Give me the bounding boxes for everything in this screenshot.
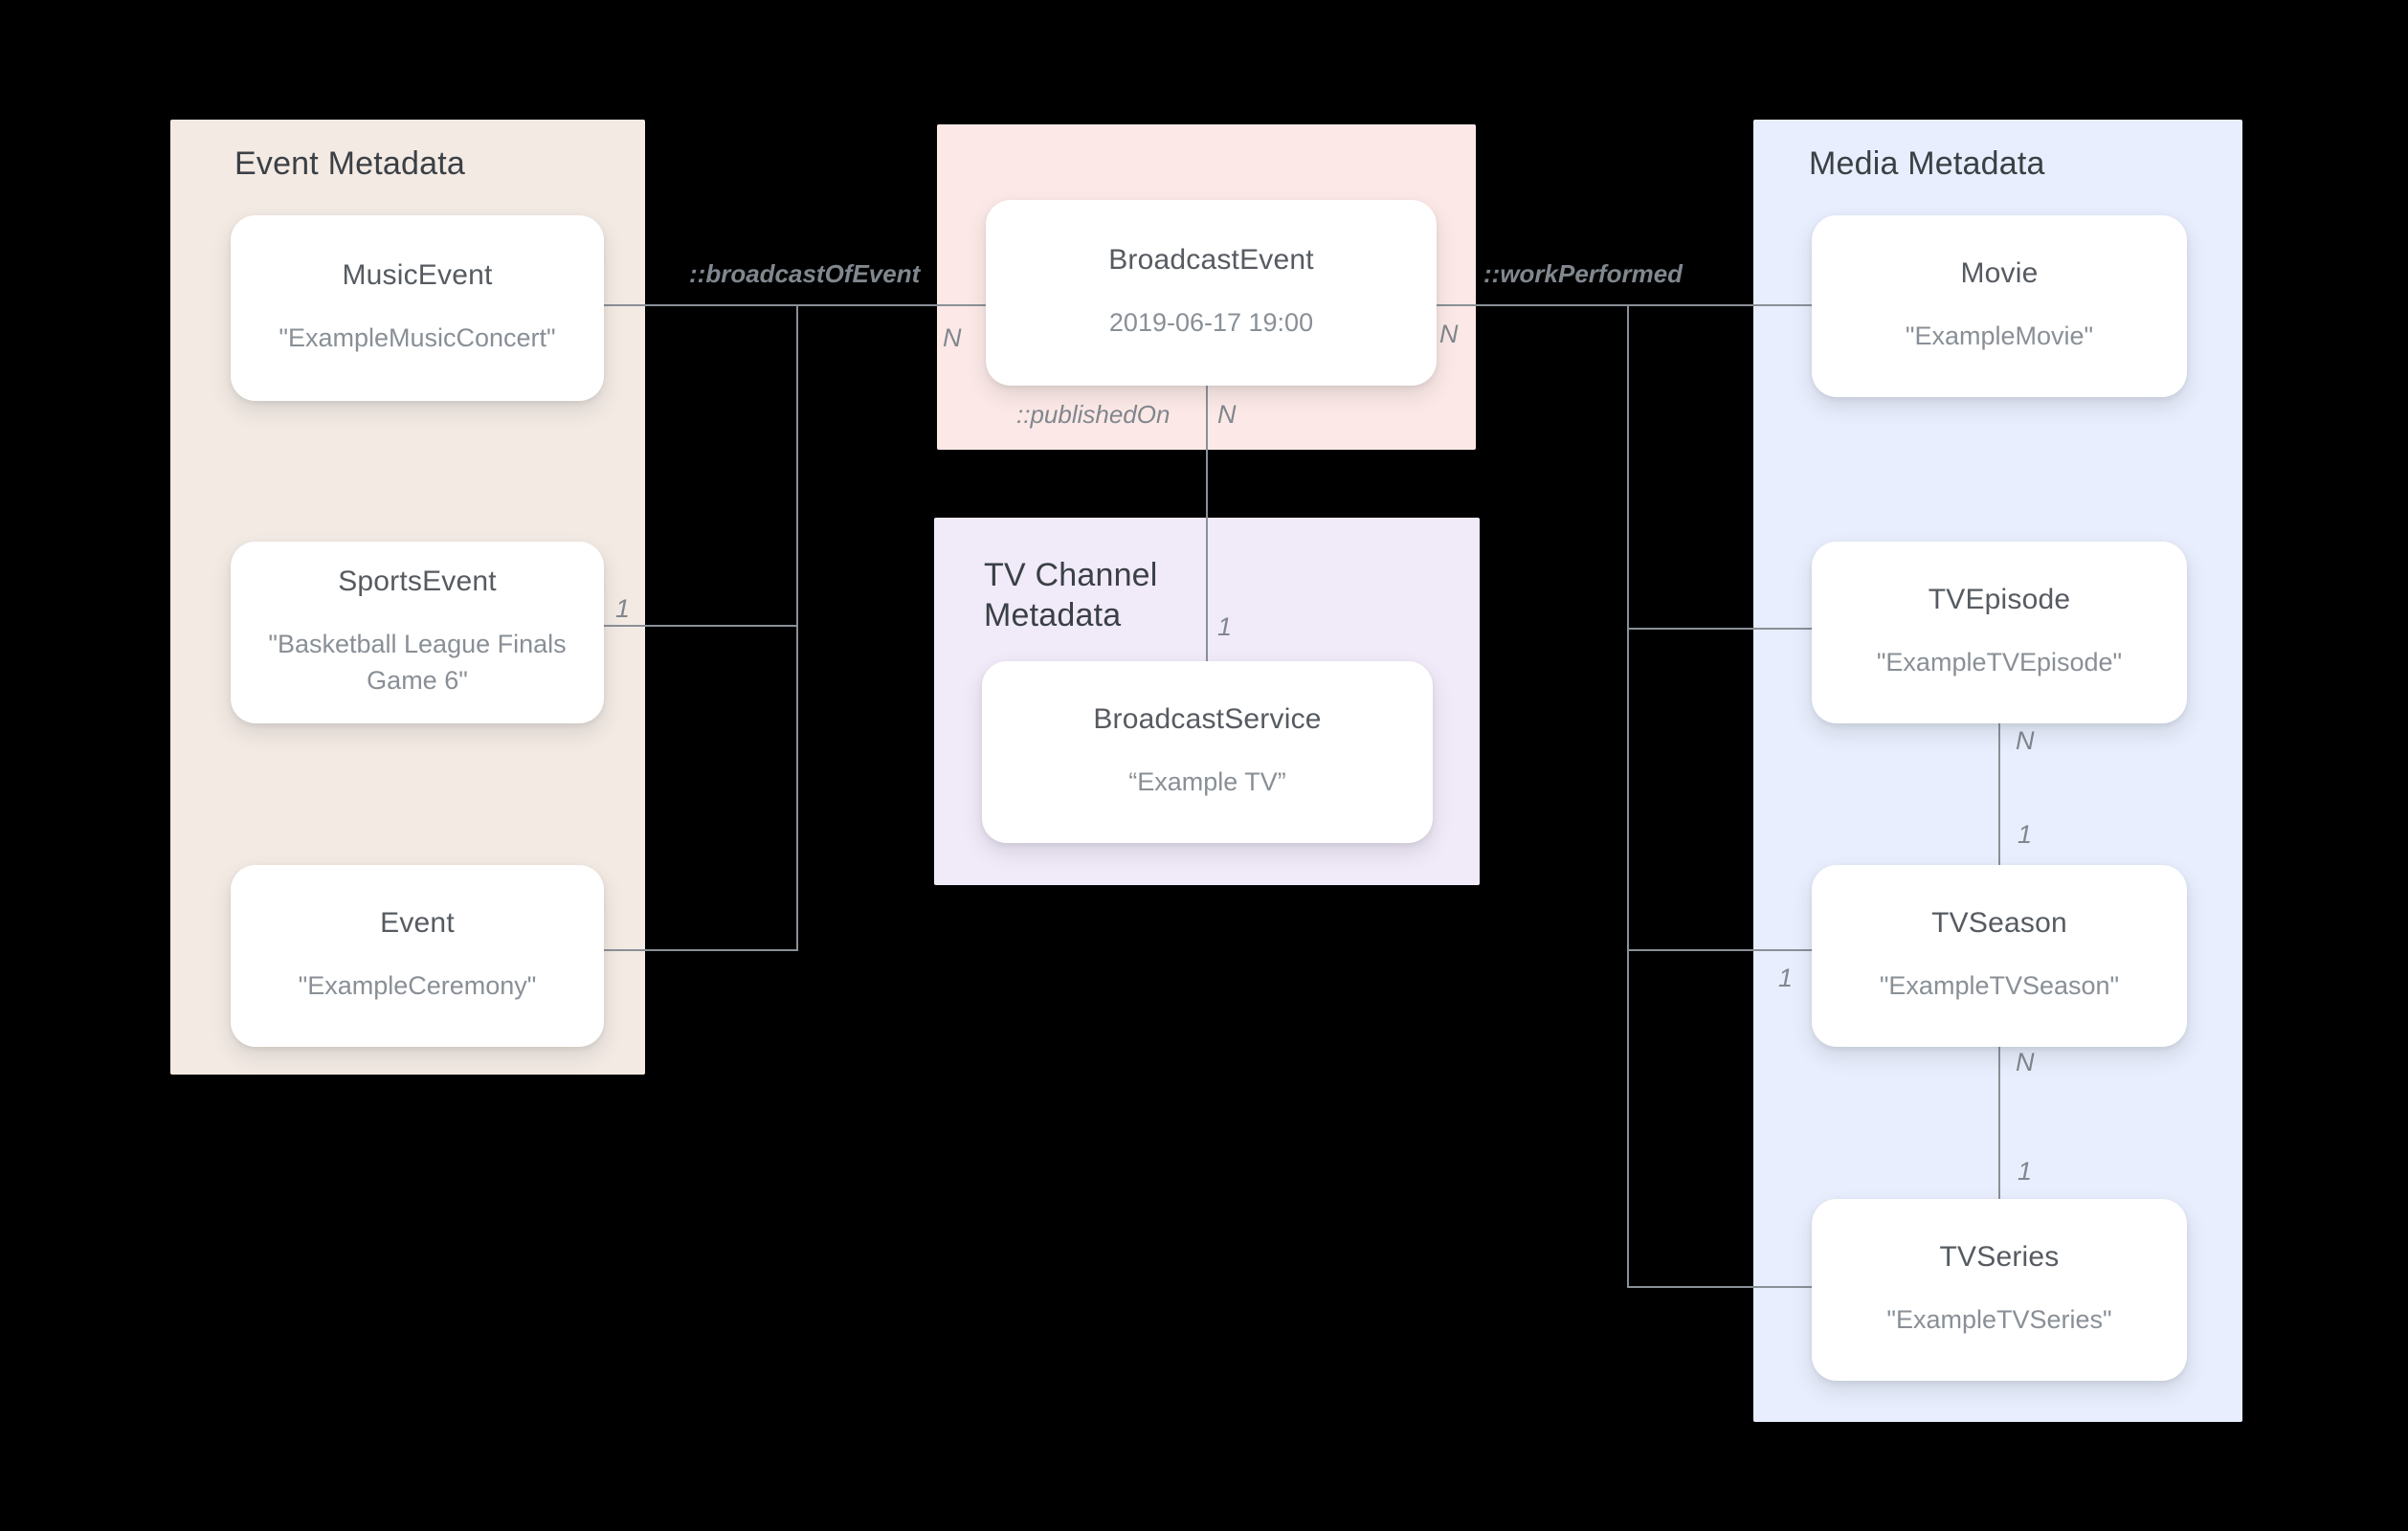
node-musicevent-value: "ExampleMusicConcert" xyxy=(279,323,556,353)
node-broadcastservice-value: “Example TV” xyxy=(1128,767,1286,797)
connector-tvepisode-tvseason xyxy=(1998,723,2000,865)
cardinality-season-series-1: 1 xyxy=(2018,1157,2033,1186)
relation-broadcastofevent-label: ::broadcastOfEvent xyxy=(689,259,921,288)
cardinality-sportsevent-1: 1 xyxy=(615,594,631,623)
connector-tvseries-trunk xyxy=(1627,1286,1814,1288)
node-sportsevent: SportsEvent "Basketball League Finals Ga… xyxy=(231,542,604,723)
node-movie-value: "ExampleMovie" xyxy=(1905,322,2094,351)
node-broadcastservice: BroadcastService “Example TV” xyxy=(982,661,1433,843)
cardinality-season-series-n: N xyxy=(2016,1048,2035,1076)
cardinality-episode-season-n: N xyxy=(2016,726,2035,755)
event-metadata-title: Event Metadata xyxy=(234,145,465,182)
connector-broadcastevent-broadcastservice xyxy=(1206,386,1208,661)
node-tvseason: TVSeason "ExampleTVSeason" xyxy=(1812,865,2187,1047)
node-broadcastevent: BroadcastEvent 2019-06-17 19:00 xyxy=(986,200,1437,386)
node-movie-title: Movie xyxy=(1960,257,2039,290)
connector-sportsevent-trunk xyxy=(604,625,798,627)
relation-publishedon-label: ::publishedOn xyxy=(1016,400,1171,429)
node-broadcastevent-title: BroadcastEvent xyxy=(1108,244,1314,277)
connector-tvseason-trunk xyxy=(1627,949,1814,951)
node-tvepisode-title: TVEpisode xyxy=(1928,584,2071,616)
media-metadata-title: Media Metadata xyxy=(1809,145,2045,182)
node-musicevent-title: MusicEvent xyxy=(342,259,493,292)
node-event: Event "ExampleCeremony" xyxy=(231,865,604,1047)
connector-media-trunk xyxy=(1627,304,1629,1288)
node-event-title: Event xyxy=(380,907,455,940)
connector-event-trunk xyxy=(796,304,798,951)
cardinality-workperformed-n: N xyxy=(1439,320,1459,348)
cardinality-events-n: N xyxy=(943,323,962,352)
cardinality-tvseason-left-1: 1 xyxy=(1778,964,1794,992)
node-tvseason-value: "ExampleTVSeason" xyxy=(1879,971,2120,1001)
connector-tvseason-tvseries xyxy=(1998,1047,2000,1199)
connector-tvepisode-trunk xyxy=(1627,628,1814,630)
cardinality-broadcastservice-1: 1 xyxy=(1217,612,1233,641)
node-tvseries-value: "ExampleTVSeries" xyxy=(1886,1305,2112,1335)
node-broadcastservice-title: BroadcastService xyxy=(1093,703,1322,736)
node-tvseries-title: TVSeries xyxy=(1939,1241,2060,1274)
node-sportsevent-title: SportsEvent xyxy=(338,566,497,598)
tv-channel-metadata-title: TV Channel Metadata xyxy=(984,557,1158,634)
node-broadcastevent-value: 2019-06-17 19:00 xyxy=(1108,308,1314,338)
node-tvepisode: TVEpisode "ExampleTVEpisode" xyxy=(1812,542,2187,723)
node-movie: Movie "ExampleMovie" xyxy=(1812,215,2187,397)
connector-broadcastevent-movie xyxy=(1437,304,1812,306)
node-tvseason-title: TVSeason xyxy=(1931,907,2067,940)
connector-event-node-trunk xyxy=(604,949,798,951)
connector-musicevent-broadcastevent xyxy=(604,304,986,306)
node-sportsevent-value: "Basketball League Finals Game 6" xyxy=(268,630,567,695)
cardinality-publishedon-n: N xyxy=(1217,400,1237,429)
relation-workperformed-label: ::workPerformed xyxy=(1483,259,1683,288)
cardinality-episode-season-1: 1 xyxy=(2018,820,2033,849)
node-tvepisode-value: "ExampleTVEpisode" xyxy=(1876,648,2123,677)
node-event-value: "ExampleCeremony" xyxy=(298,971,537,1001)
node-tvseries: TVSeries "ExampleTVSeries" xyxy=(1812,1199,2187,1381)
node-musicevent: MusicEvent "ExampleMusicConcert" xyxy=(231,215,604,401)
